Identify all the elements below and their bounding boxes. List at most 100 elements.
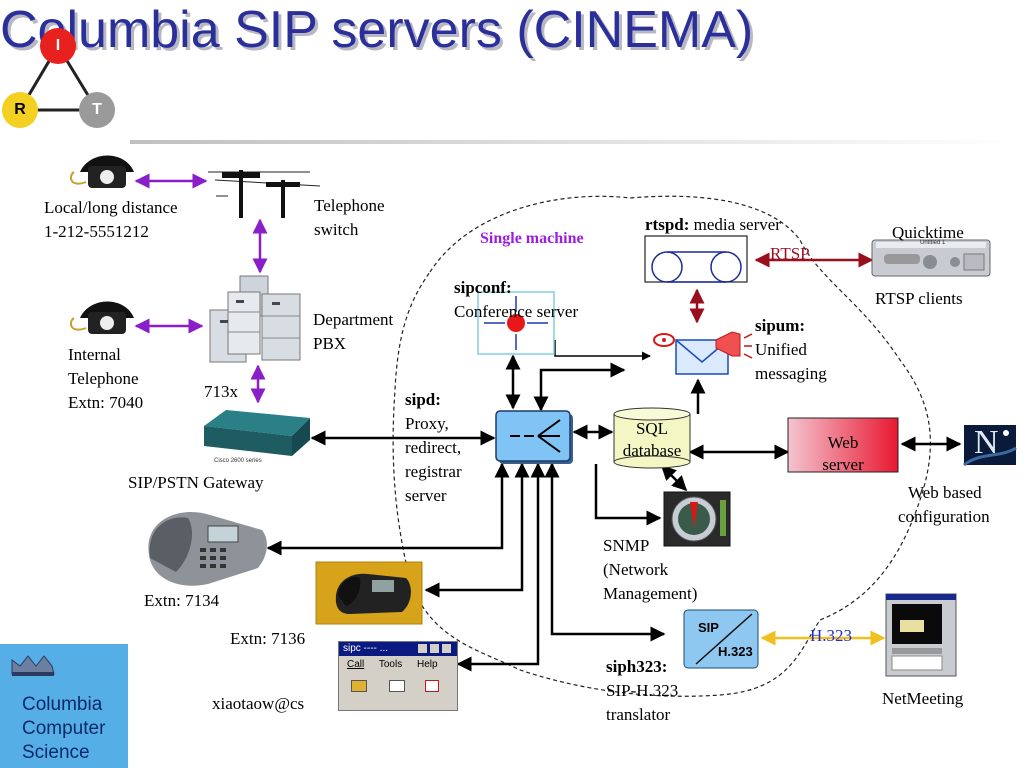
label-sql-1: SQL: [635, 419, 669, 438]
label-rtspd: rtspd: media server: [645, 213, 781, 237]
label-sipd-1: Proxy,: [405, 414, 449, 433]
irt-node-r: R: [2, 92, 38, 128]
label-quicktime: Quicktime: [892, 223, 964, 242]
label-snmp-1: SNMP: [603, 536, 650, 555]
sipc-toolbar: [339, 674, 457, 702]
internal-rotary-phone-icon: [69, 301, 134, 334]
snmp-gauge-icon: [663, 491, 731, 547]
label-rtspd-rest: media server: [689, 215, 781, 234]
call-icon[interactable]: [351, 680, 367, 692]
title-underline: [130, 140, 1024, 144]
settings-icon[interactable]: [425, 680, 439, 692]
link-sipd-to-siph323: [544, 462, 666, 642]
sip-pstn-gateway-icon: [204, 410, 310, 456]
label-sipum-2: messaging: [755, 364, 827, 383]
label-extn-7136: Extn: 7136: [230, 629, 306, 648]
label-internal-1: Internal: [68, 345, 121, 364]
sipc-menubar: Call Tools Help: [339, 656, 457, 674]
label-siph323-bold: siph323:: [606, 657, 668, 676]
maximize-icon[interactable]: [430, 644, 439, 653]
label-extn-7134: Extn: 7134: [144, 591, 220, 610]
label-department-pbx-1: Department: [313, 310, 394, 329]
sipconf-server-icon: [477, 291, 555, 355]
label-rtsp-clients: RTSP clients: [875, 289, 963, 308]
label-web-server-1: Web: [827, 433, 859, 452]
label-local-long-distance: Local/long distance: [44, 198, 178, 217]
web-server-box: [787, 417, 899, 473]
label-rtsp: RTSP: [770, 244, 810, 263]
sipc-titlebar: sipc ---- ...: [339, 642, 457, 656]
sql-database-icon: [613, 407, 691, 469]
label-web-server-2: server: [822, 455, 864, 474]
slide-title: Columbia SIP servers (CINEMA): [0, 1, 754, 59]
label-xiaotaow: xiaotaow@cs: [212, 694, 305, 713]
netscape-letter: N: [974, 424, 999, 461]
label-sipd-2: redirect,: [405, 438, 462, 457]
close-icon[interactable]: [442, 644, 451, 653]
label-gateway: SIP/PSTN Gateway: [128, 473, 264, 492]
minimize-icon[interactable]: [418, 644, 427, 653]
label-siph323-2: translator: [606, 705, 671, 724]
label-department-pbx-2: PBX: [313, 334, 347, 353]
crown-icon: [11, 655, 55, 676]
label-sipd-3: registrar: [405, 462, 462, 481]
label-rtspd-bold: rtspd:: [645, 215, 690, 234]
menu-tools[interactable]: Tools: [378, 659, 403, 670]
columbia-logo-line-1: Columbia: [22, 694, 103, 715]
label-sipd-4: server: [405, 486, 447, 505]
quicktime-player-icon: [871, 239, 991, 277]
netmeeting-window-icon: [885, 593, 957, 677]
link-sipconf-to-sipum: [554, 340, 651, 361]
label-internal-3: Extn: 7040: [68, 393, 144, 412]
link-sipd-to-sipc: [456, 462, 546, 672]
siph323-translator-icon: [683, 609, 759, 669]
label-sipd-bold: sipd:: [405, 390, 441, 409]
label-snmp-2: (Network: [603, 560, 669, 579]
label-telephone-switch-1: Telephone: [314, 196, 385, 215]
label-internal-2: Telephone: [68, 369, 139, 388]
label-snmp-3: Management): [603, 584, 698, 603]
columbia-logo-line-2: Computer: [22, 718, 106, 739]
gateway-device-caption: Cisco 2600 series: [214, 458, 262, 464]
columbia-logo-line-3: Science: [22, 742, 90, 763]
label-netmeeting: NetMeeting: [882, 689, 964, 708]
label-telephone-switch-2: switch: [314, 220, 359, 239]
link-sipd-to-snmp: [594, 464, 662, 526]
telephone-switch-icon: [208, 170, 321, 218]
label-single-machine: Single machine: [480, 230, 584, 247]
quicktime-window-caption: Untitled 1: [920, 240, 946, 246]
label-sql-2: database: [622, 441, 682, 460]
label-siph323-1: SIP-H.323: [606, 681, 679, 700]
rtspd-media-server-icon: [644, 235, 748, 283]
sipum-messaging-icon: [653, 331, 753, 375]
columbia-cs-logo: Columbia Computer Science: [0, 644, 128, 768]
label-sipum-bold: sipum:: [755, 316, 806, 335]
irt-node-i: I: [40, 28, 76, 64]
label-sipconf-rest: Conference server: [454, 302, 579, 321]
label-local-number: 1-212-5551212: [44, 222, 149, 241]
irt-logo: I R T: [0, 28, 120, 138]
address-book-icon[interactable]: [389, 680, 405, 692]
sipd-server-box: [495, 410, 573, 464]
department-pbx-icon: [209, 275, 301, 363]
label-sipum-1: Unified: [755, 340, 807, 359]
sipc-title: sipc ---- ...: [343, 643, 388, 654]
menu-help[interactable]: Help: [416, 659, 438, 670]
label-713x: 713x: [204, 382, 238, 401]
netscape-icon: [963, 425, 1017, 467]
desk-phone-7134-icon: [148, 512, 267, 586]
label-web-config-2: configuration: [898, 507, 990, 526]
label-web-config-1: Web based: [908, 483, 982, 502]
link-sql-to-snmp: [660, 464, 688, 492]
sip-box-top-label: SIP: [698, 620, 719, 635]
rotary-phone-icon: [69, 155, 134, 188]
link-sipd-to-sipum: [533, 362, 626, 412]
sip-box-bottom-label: H.323: [718, 644, 753, 659]
desk-phone-7136-icon: [315, 561, 423, 625]
sipc-window: sipc ---- ... Call Tools Help: [338, 641, 458, 711]
irt-node-t: T: [79, 92, 115, 128]
menu-call[interactable]: Call: [347, 659, 365, 670]
link-sipd-to-phone-7134: [266, 462, 510, 556]
label-h323: H.323: [810, 626, 853, 645]
